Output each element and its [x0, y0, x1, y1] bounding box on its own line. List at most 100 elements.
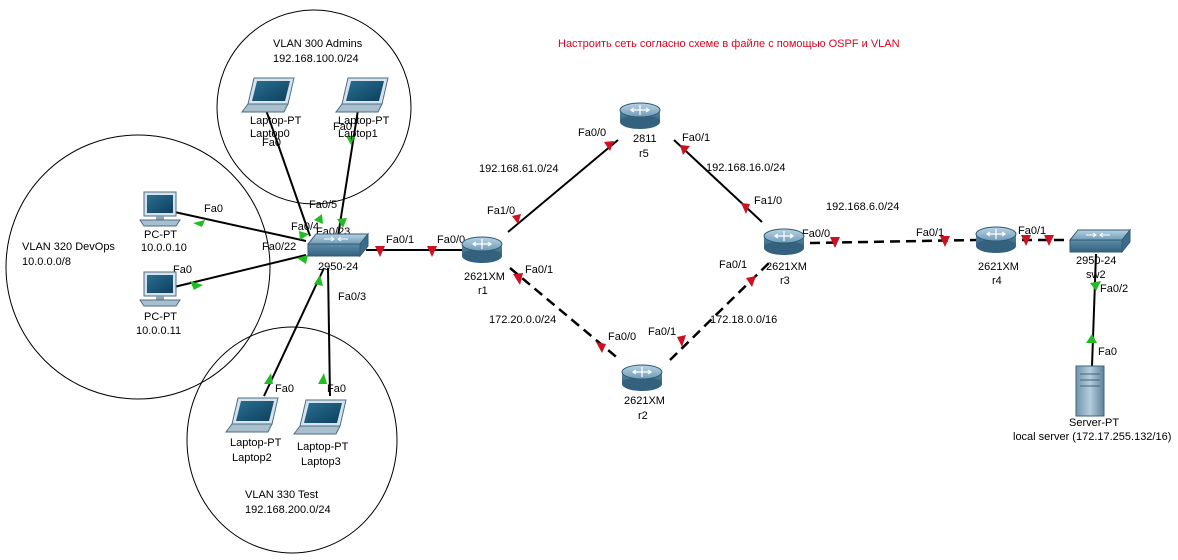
port-labels: Fa0 Fa0/5 Fa0 Fa0/23 Fa0 Fa0/4 Fa0 Fa0/2… [173, 121, 1128, 395]
r4-name: r4 [992, 275, 1002, 287]
port-label: Fa0/1 [1018, 225, 1046, 237]
r3-model: 2621XM [766, 261, 807, 273]
pc1-model: PC-PT [144, 311, 177, 323]
router-r4[interactable]: 2621XM r4 [975, 226, 1019, 287]
port-label: Fa0 [262, 137, 281, 149]
laptop1[interactable]: Laptop-PT Laptop1 [335, 77, 390, 140]
link-up-marker [297, 255, 308, 264]
link-up-marker [190, 281, 203, 290]
router-r1[interactable]: 2621XM r1 [461, 236, 505, 297]
r5-name: r5 [639, 148, 649, 160]
link-down-marker [1021, 235, 1031, 246]
link-up-marker [314, 275, 323, 286]
pc0-name: 10.0.0.10 [141, 242, 187, 254]
link-up-marker [299, 231, 309, 240]
laptop-icon [293, 399, 347, 435]
network-labels: 192.168.61.0/24 192.168.16.0/24 192.168.… [479, 162, 899, 326]
network-r3-r4: 192.168.6.0/24 [826, 201, 899, 213]
vlan-300-name: VLAN 300 Admins [273, 38, 363, 50]
laptop3-name: Laptop3 [301, 456, 341, 468]
link-up-marker [318, 373, 327, 384]
link-down-marker [680, 145, 690, 155]
router-icon [763, 228, 805, 255]
laptop0-model: Laptop-PT [250, 115, 302, 127]
router-r3[interactable]: 2621XM r3 [763, 228, 807, 287]
port-label: Fa0 [173, 264, 192, 276]
link-laptop0-sw1[interactable] [265, 109, 311, 237]
sw2-model: 2950-24 [1076, 255, 1116, 267]
port-label: Fa0/1 [682, 132, 710, 144]
port-label: Fa0 [1098, 346, 1117, 358]
link-laptop3-sw1[interactable] [327, 267, 331, 397]
router-icon [975, 226, 1017, 253]
vlan-300-area: VLAN 300 Admins 192.168.100.0/24 [216, 9, 412, 205]
link-up-marker [346, 136, 355, 145]
link-markers [190, 101, 1101, 384]
laptop-icon [335, 77, 389, 113]
link-sw2-server[interactable] [1091, 253, 1097, 367]
link-up-marker [193, 220, 205, 227]
server[interactable]: Server-PT local server (172.17.255.132/1… [1013, 365, 1171, 443]
laptop3-model: Laptop-PT [297, 441, 349, 453]
laptop-icon [225, 397, 279, 433]
port-label: Fa0/1 [525, 264, 553, 276]
network-r5-r3: 192.168.16.0/24 [706, 162, 786, 174]
server-icon [1075, 365, 1105, 417]
pc-icon [139, 191, 181, 227]
link-r3-r4[interactable] [809, 238, 977, 245]
r4-model: 2621XM [978, 261, 1019, 273]
laptop1-name: Laptop1 [338, 128, 378, 140]
switch-sw1[interactable]: 2950-24 [306, 232, 370, 273]
router-icon [619, 102, 661, 129]
laptop2[interactable]: Laptop-PT Laptop2 [225, 397, 282, 464]
port-label: Fa0/3 [338, 291, 366, 303]
link-up-marker [1086, 334, 1097, 343]
switch-sw2[interactable]: 2950-24 sw2 [1068, 228, 1132, 281]
link-up-marker [1090, 281, 1101, 291]
link-down-marker [1044, 235, 1054, 246]
vlan-330-subnet: 192.168.200.0/24 [245, 504, 331, 516]
vlan-330-name: VLAN 330 Test [245, 489, 318, 501]
network-r1-r2: 172.20.0.0/24 [489, 314, 556, 326]
server-name: local server (172.17.255.132/16) [1013, 431, 1171, 443]
laptop0-name: Laptop0 [250, 128, 290, 140]
link-up-marker [314, 214, 323, 224]
laptop3[interactable]: Laptop-PT Laptop3 [293, 399, 349, 468]
link-r1-r5[interactable] [507, 139, 619, 233]
port-label: Fa0/1 [648, 326, 676, 338]
laptop0[interactable]: Laptop-PT Laptop0 [241, 77, 302, 140]
pc1[interactable]: PC-PT 10.0.0.11 [136, 271, 181, 337]
sw2-name: sw2 [1086, 269, 1106, 281]
port-label: Fa0/1 [719, 259, 747, 271]
link-down-marker [604, 141, 614, 151]
port-label: Fa0/0 [578, 127, 606, 139]
port-label: Fa0/4 [291, 221, 319, 233]
r1-model: 2621XM [464, 271, 505, 283]
router-r5[interactable]: 2811 r5 [619, 102, 661, 160]
link-r5-r3[interactable] [673, 139, 763, 223]
link-pc0-sw1[interactable] [169, 210, 307, 242]
vlan-320-subnet: 10.0.0.0/8 [22, 256, 71, 268]
switch-icon [306, 232, 370, 258]
link-down-marker [596, 342, 606, 353]
pc0[interactable]: PC-PT 10.0.0.10 [139, 191, 187, 254]
link-down-marker [512, 214, 521, 224]
vlan-320-name: VLAN 320 DevOps [22, 241, 115, 253]
port-label: Fa0/1 [386, 234, 414, 246]
server-model: Server-PT [1069, 417, 1119, 429]
port-label: Fa1/0 [754, 195, 782, 207]
port-label: Fa0/1 [916, 227, 944, 239]
port-label: Fa0 [333, 121, 352, 133]
diagram-title: Настроить сеть согласно схеме в файле с … [558, 38, 900, 50]
port-label: Fa0/0 [437, 234, 465, 246]
link-laptop2-sw1[interactable] [263, 267, 325, 397]
router-r2[interactable]: 2621XM r2 [621, 364, 665, 422]
router-icon [621, 364, 663, 391]
port-label: Fa0/22 [262, 241, 296, 253]
link-laptop1-sw1[interactable] [337, 109, 359, 237]
network-r1-r5: 192.168.61.0/24 [479, 163, 559, 175]
switch-icon [1068, 228, 1132, 254]
r1-name: r1 [478, 285, 488, 297]
laptop1-model: Laptop-PT [338, 115, 390, 127]
